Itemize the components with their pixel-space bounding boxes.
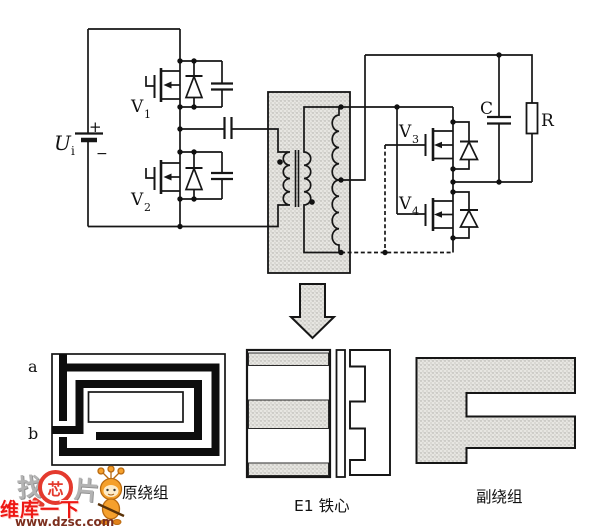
v4-label-sub: 4	[412, 205, 419, 218]
primary-polarity-dot	[277, 159, 283, 165]
mosfet-v1-arrow-icon	[163, 81, 172, 89]
diode-v3	[453, 121, 478, 170]
secondary-side-circuit	[341, 54, 539, 254]
cap-label: C	[480, 99, 493, 119]
core-caption: E1 铁心	[294, 497, 350, 515]
source-label: U	[54, 131, 72, 155]
diode-v1-triangle-icon	[184, 74, 204, 99]
snubber-cap-v1	[211, 61, 233, 107]
v3-label: V	[398, 122, 412, 142]
primary-winding-diagram	[51, 353, 226, 466]
primary-winding-caption: 原绕组	[122, 484, 169, 502]
secondary-polarity-dot	[309, 199, 315, 205]
primary-winding-coil	[268, 128, 291, 228]
primary-side-circuit	[75, 28, 268, 228]
down-arrow-icon	[288, 283, 337, 340]
mosfet-v2	[145, 160, 180, 194]
v3-label-sub: 3	[412, 133, 419, 146]
v2-label-sub: 2	[144, 201, 151, 214]
v2-label: V	[130, 190, 144, 210]
load-resistor	[525, 102, 539, 182]
primary-side-symbols	[163, 74, 204, 191]
v4-label: V	[398, 194, 412, 214]
v1-label: V	[130, 97, 144, 117]
mosfet-v2-arrow-icon	[163, 173, 172, 181]
inner-secondary-coil	[303, 106, 341, 254]
mosfet-v1	[145, 68, 180, 102]
diode-v4-triangle-icon	[459, 208, 479, 228]
secondary-side-symbols	[434, 140, 479, 228]
coupling-cap	[180, 117, 268, 139]
e1-core-diagram	[245, 348, 391, 479]
mosfet-v3-arrow-icon	[434, 141, 442, 149]
core-bars	[294, 150, 300, 207]
i-plate	[335, 349, 346, 478]
diode-v3-triangle-icon	[459, 140, 479, 161]
snubber-cap-v2	[211, 152, 233, 199]
source-label-sub: i	[71, 144, 75, 158]
secondary-winding-caption: 副绕组	[476, 488, 523, 506]
mosfet-v4-arrow-icon	[434, 211, 442, 218]
terminal-a-label: a	[28, 357, 38, 376]
v1-label-sub: 1	[144, 108, 151, 121]
output-cap	[487, 55, 511, 182]
diode-v4	[453, 191, 478, 239]
mosfet-v3	[384, 128, 453, 253]
mosfet-v4	[396, 107, 453, 231]
battery-minus-label: −	[96, 146, 108, 162]
terminal-b-label: b	[28, 424, 38, 443]
junction-dots	[177, 52, 502, 256]
resistor-label: R	[541, 111, 555, 131]
e-plate	[349, 349, 391, 476]
diode-v2-triangle-icon	[184, 166, 204, 191]
battery-plus-label: +	[89, 118, 102, 136]
transformer-block	[267, 91, 351, 274]
secondary-winding-diagram	[415, 357, 576, 464]
